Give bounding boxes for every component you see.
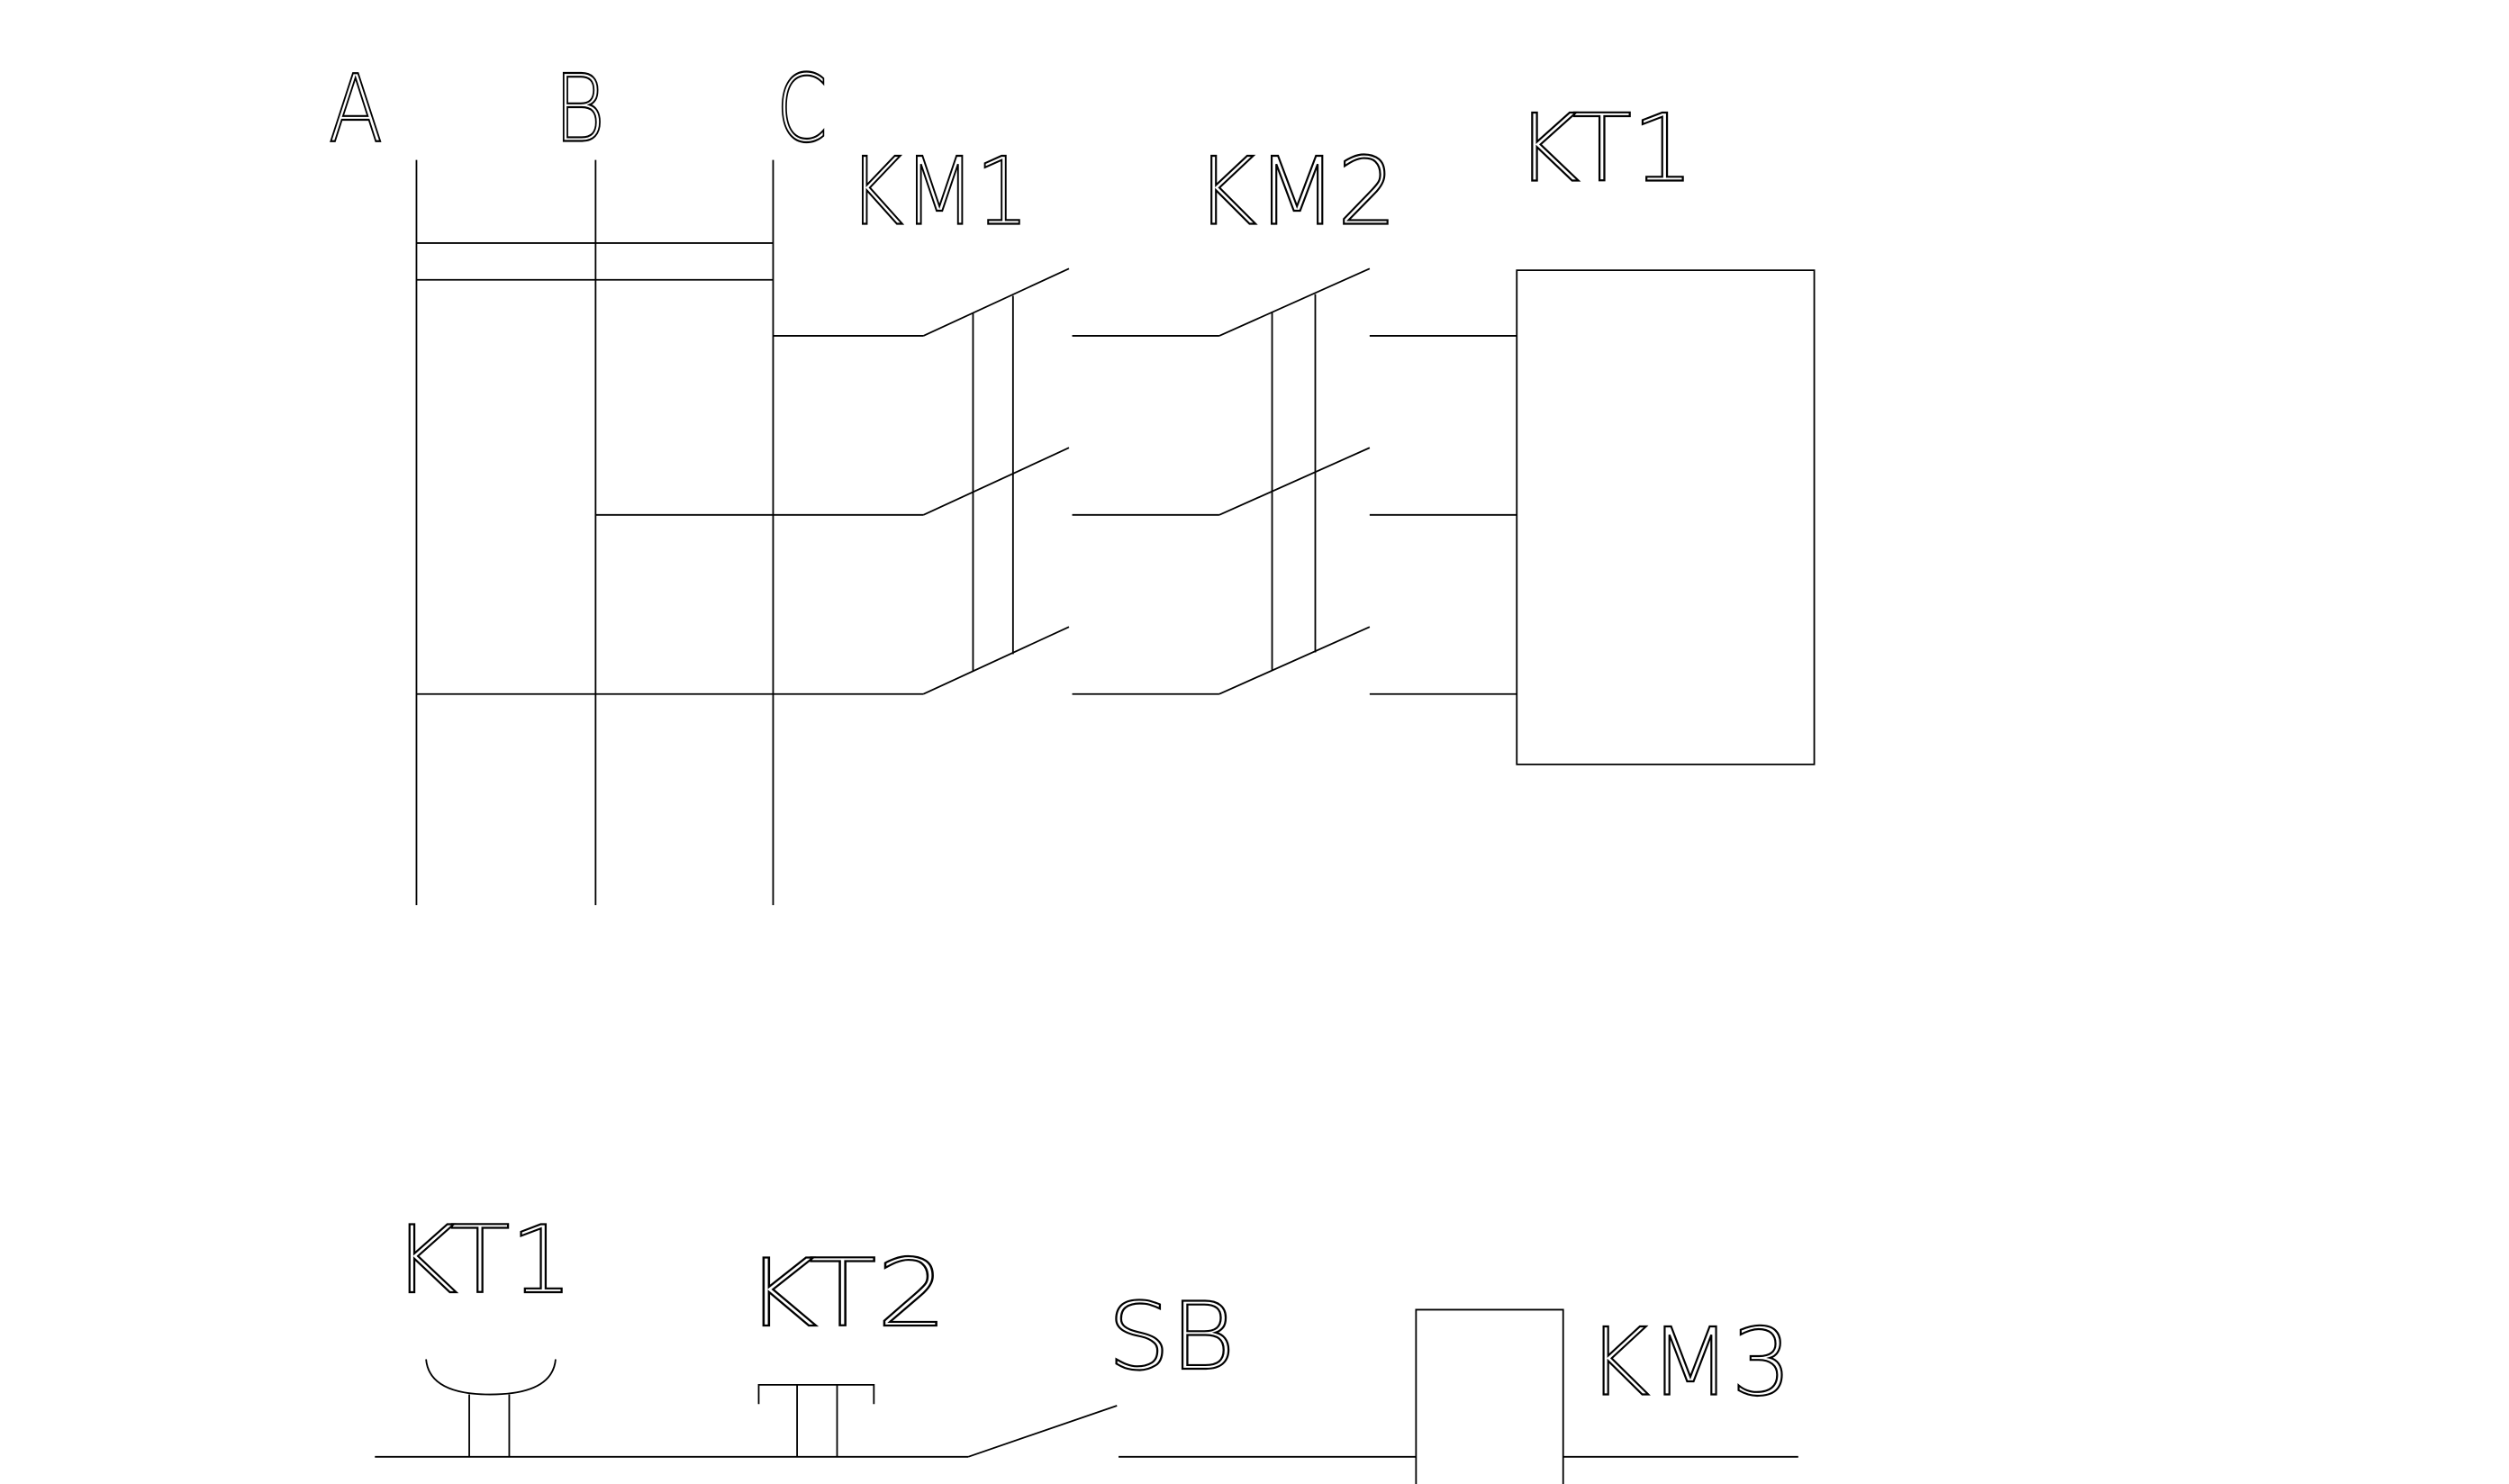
km1-contactor	[923, 268, 1069, 693]
km2-blade-3	[1219, 627, 1370, 694]
kt2-bracket	[758, 1385, 874, 1404]
km2-contactor	[1219, 268, 1370, 693]
kt1-timer-contact	[426, 1359, 556, 1456]
label-kt1-box: KT1	[1515, 95, 1694, 204]
kt2-timer-contact	[758, 1385, 874, 1457]
label-sb: SB	[1108, 1283, 1236, 1391]
sb-switch-blade	[968, 1406, 1117, 1457]
km2-kt1-lines	[1370, 336, 1517, 694]
label-phase-c: C	[776, 55, 828, 163]
km2-blade-1	[1219, 268, 1370, 336]
label-phase-a: A	[329, 55, 383, 163]
km1-blade-3	[923, 627, 1069, 694]
label-km1: KM1	[848, 139, 1029, 247]
km3-coil	[1416, 1309, 1562, 1484]
label-km2: KM2	[1195, 139, 1397, 247]
km1-blade-1	[923, 268, 1069, 336]
km1-blade-2	[923, 448, 1069, 515]
label-kt1-contact: KT1	[393, 1207, 574, 1315]
label-kt2-contact: KT2	[745, 1240, 948, 1348]
label-phase-b: B	[554, 55, 605, 163]
km2-blade-2	[1219, 448, 1370, 515]
phase-bus	[416, 160, 773, 906]
control-circuit	[375, 1309, 1798, 1484]
feed-lines	[416, 336, 923, 694]
km1-km2-lines	[1073, 336, 1219, 694]
kt1-box	[1517, 270, 1814, 765]
kt1-arc	[426, 1359, 556, 1394]
label-km3: KM3	[1587, 1309, 1791, 1417]
